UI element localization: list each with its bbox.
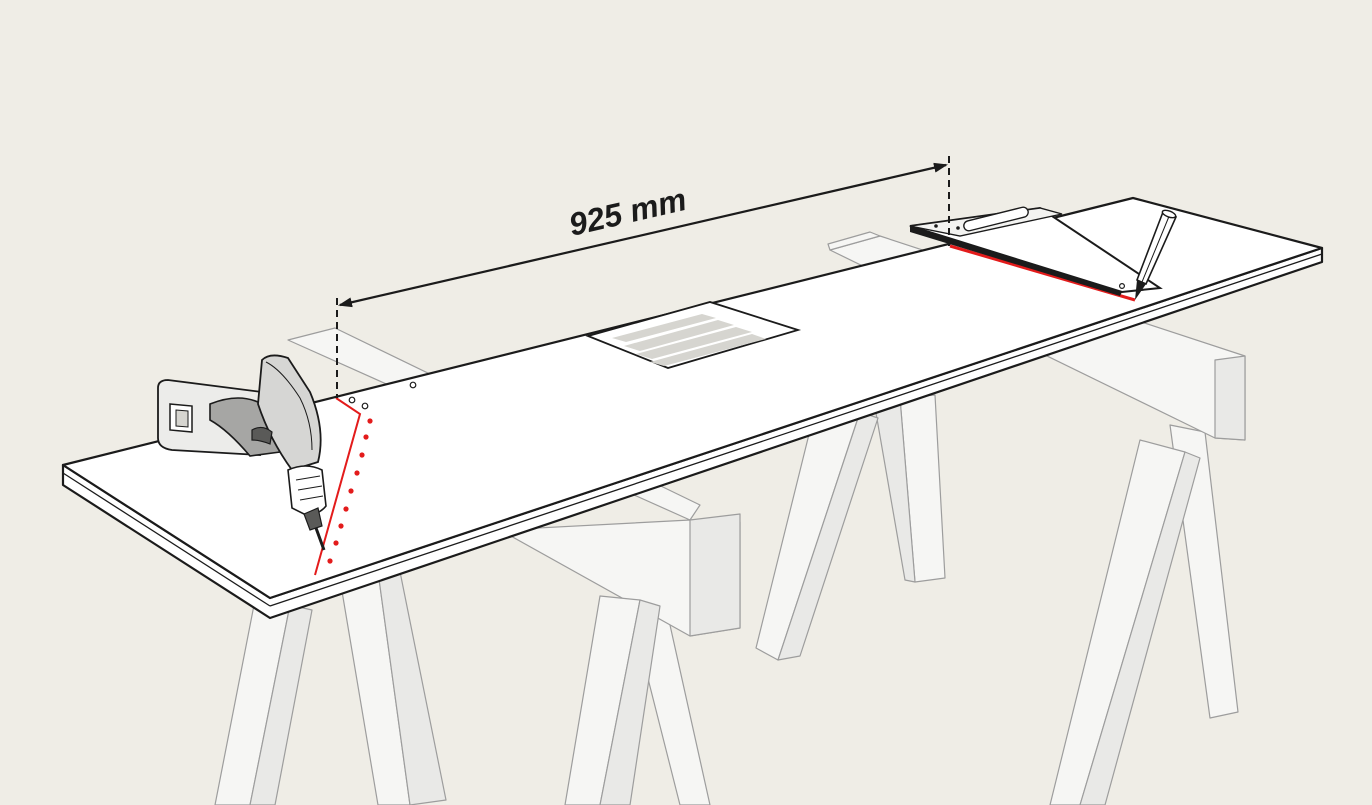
speed-square-icon <box>909 206 1163 296</box>
board-holes <box>348 381 417 410</box>
cut-line-left <box>314 397 373 576</box>
dimension-arrow <box>338 162 948 308</box>
drill-icon <box>157 354 327 551</box>
label-sheet <box>585 301 802 369</box>
dimension-label: 925 mm <box>565 181 689 243</box>
pencil-icon <box>1135 209 1178 300</box>
